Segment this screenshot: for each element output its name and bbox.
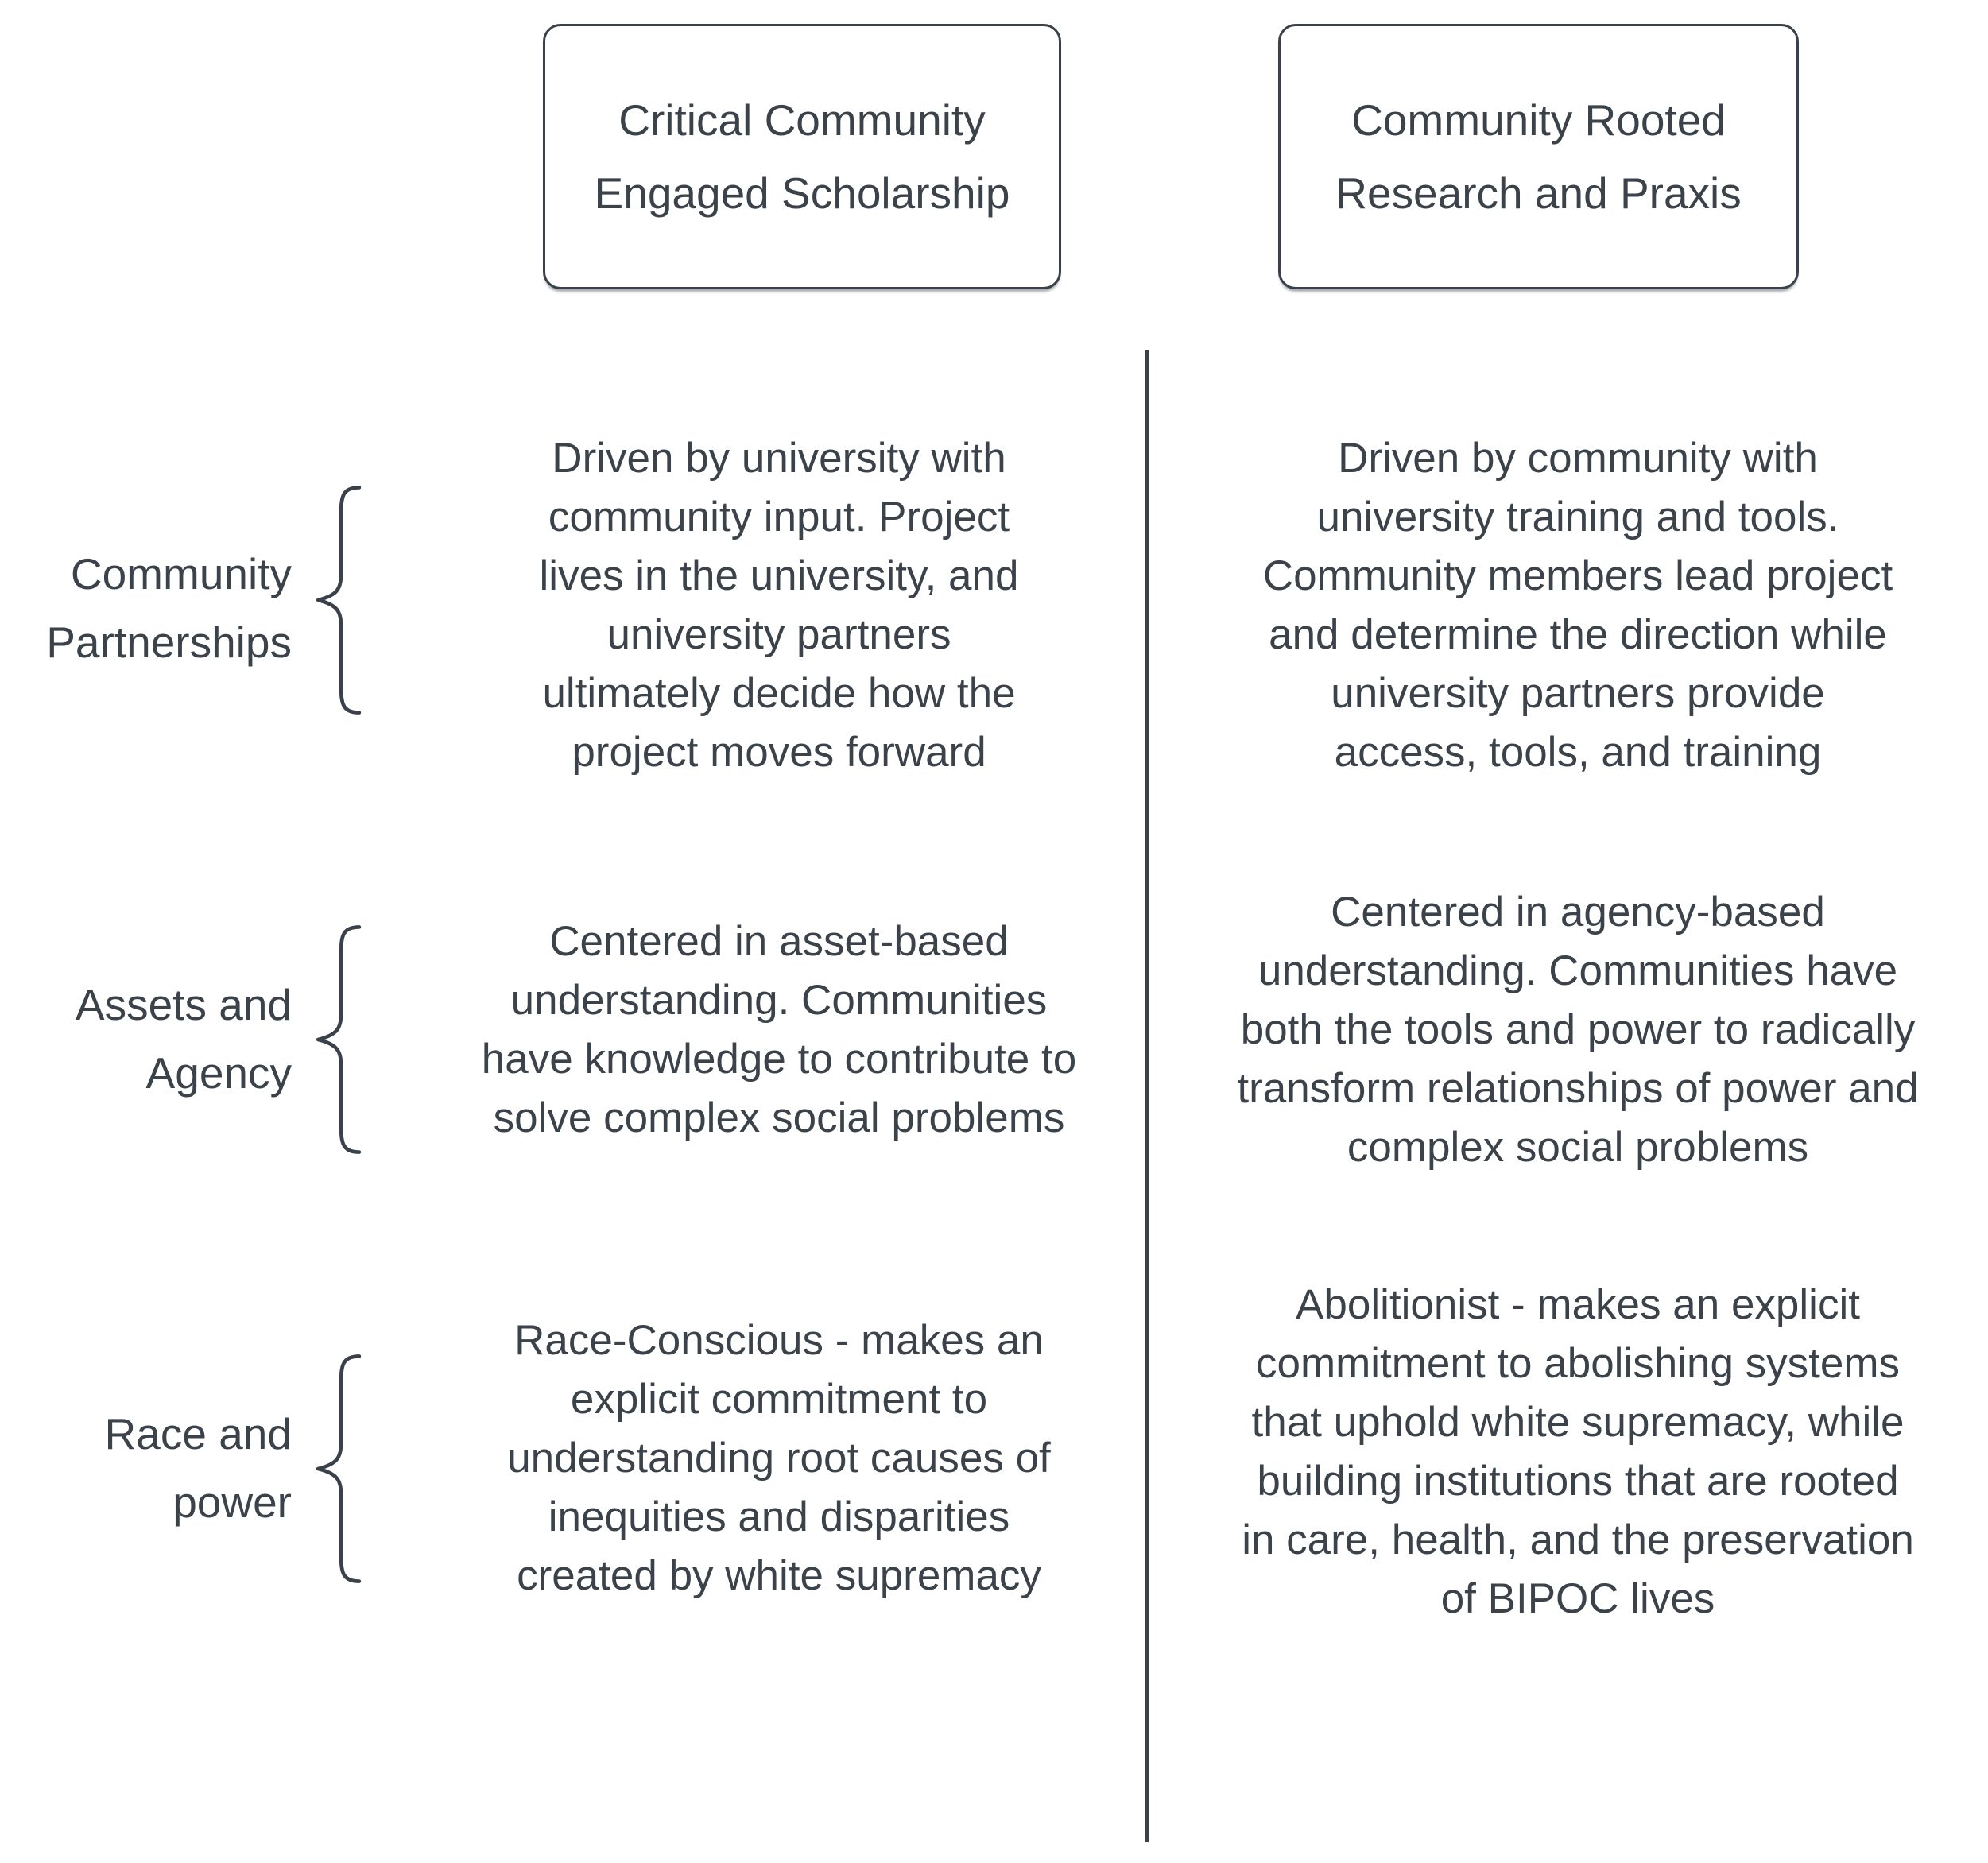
cell-assets-and-agency-ccs: Centered in asset-based understanding. C… <box>481 918 1077 1141</box>
column-divider-line <box>1145 350 1149 1842</box>
column-header-community-rooted-research-and-praxis: Community Rooted Research and Praxis <box>1278 24 1799 289</box>
row-label-race-and-power: Race and power <box>104 1409 292 1527</box>
curly-brace-icon <box>313 920 362 1159</box>
cell-community-partnerships-crrp: Driven by community with university trai… <box>1262 435 1893 776</box>
curly-brace-icon <box>313 481 362 719</box>
curly-brace-icon <box>313 1350 362 1588</box>
column-header-title: Community Rooted Research and Praxis <box>1335 95 1742 218</box>
column-header-critical-community-engaged-scholarship: Critical Community Engaged Scholarship <box>543 24 1061 289</box>
cell-community-partnerships-ccs: Driven by university with community inpu… <box>539 435 1019 776</box>
column-header-title: Critical Community Engaged Scholarship <box>594 95 1010 218</box>
cell-assets-and-agency-crrp: Centered in agency-based understanding. … <box>1237 889 1919 1171</box>
row-label-assets-and-agency: Assets and Agency <box>75 980 292 1098</box>
row-label-community-partnerships: Community Partnerships <box>46 549 292 667</box>
cell-race-and-power-ccs: Race-Conscious - makes an explicit commi… <box>507 1317 1051 1599</box>
cell-race-and-power-crrp: Abolitionist - makes an explicit commitm… <box>1242 1281 1914 1622</box>
